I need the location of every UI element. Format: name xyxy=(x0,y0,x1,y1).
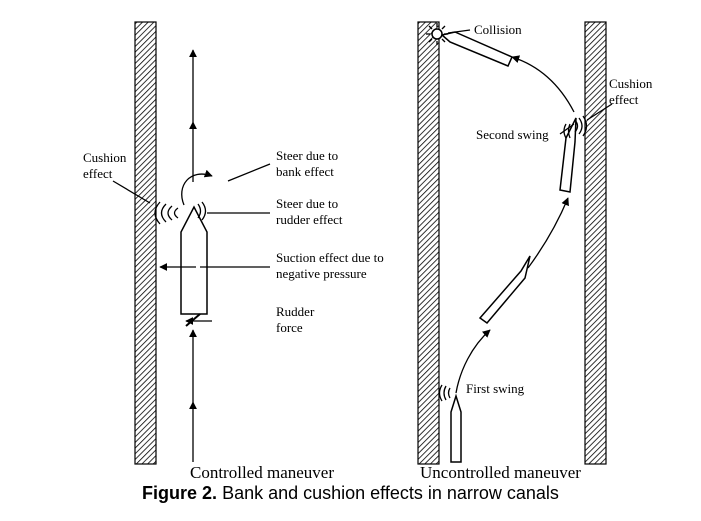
right-panel-subtitle: Uncontrolled maneuver xyxy=(420,463,581,482)
right-cushion-label-line2: effect xyxy=(609,92,639,107)
path-arrow-2 xyxy=(527,197,569,269)
second-swing-label: Second swing xyxy=(476,127,549,142)
right-cushion-leader xyxy=(586,103,613,121)
collision-label: Collision xyxy=(474,22,522,37)
left-ship xyxy=(180,205,208,315)
cushion-label-line2: effect xyxy=(83,166,113,181)
middle-ship xyxy=(478,255,531,325)
right-panel-right-wall xyxy=(584,21,607,465)
steer-bank-label-line2: bank effect xyxy=(276,164,334,179)
steer-bank-label-line1: Steer due to xyxy=(276,148,338,163)
start-ship xyxy=(450,393,462,463)
left-panel: Cushion effect Steer due to bank effect … xyxy=(83,21,384,482)
second-swing-leader xyxy=(559,123,575,135)
cushion-leader xyxy=(112,180,151,204)
steer-rudder-label-line1: Steer due to xyxy=(276,196,338,211)
left-panel-subtitle: Controlled maneuver xyxy=(190,463,334,482)
suction-label-line2: negative pressure xyxy=(276,266,367,281)
cushion-label-line1: Cushion xyxy=(83,150,127,165)
figure-caption-prefix: Figure 2. xyxy=(142,483,218,503)
first-swing-label: First swing xyxy=(466,381,525,396)
right-panel-left-wall xyxy=(417,21,440,465)
first-swing-waves xyxy=(438,384,451,402)
rudder-force-label-line1: Rudder xyxy=(276,304,315,319)
suction-label-line1: Suction effect due to xyxy=(276,250,384,265)
upper-ship xyxy=(559,117,577,193)
rudder-force-label-line2: force xyxy=(276,320,303,335)
left-cushion-waves xyxy=(154,201,207,225)
left-rudder xyxy=(185,313,201,327)
path-arrow-1 xyxy=(455,329,491,394)
collision-burst xyxy=(426,23,448,45)
collision-leader xyxy=(447,29,471,34)
path-arrow-3 xyxy=(511,55,575,113)
steer-rudder-label-line2: rudder effect xyxy=(276,212,343,227)
right-panel: Collision Cushion effect Second swing Fi… xyxy=(417,21,653,482)
steer-bank-leader xyxy=(227,163,271,182)
left-bank-wall xyxy=(134,21,157,465)
figure-caption: Figure 2. Bank and cushion effects in na… xyxy=(0,483,701,504)
figure-caption-text: Bank and cushion effects in narrow canal… xyxy=(217,483,559,503)
steer-bank-arrow xyxy=(181,169,213,206)
right-cushion-label-line1: Cushion xyxy=(609,76,653,91)
collision-ship xyxy=(440,31,513,67)
